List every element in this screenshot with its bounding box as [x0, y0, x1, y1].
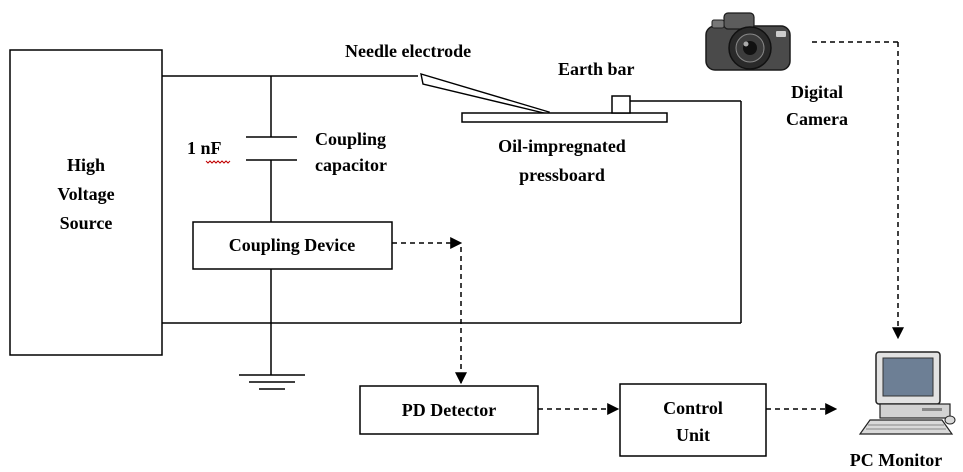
hv-source-label-3: Source [60, 213, 113, 233]
coupling-capacitor-label-1: Coupling [315, 129, 386, 149]
coupling-device-label: Coupling Device [229, 235, 356, 255]
digital-camera-label-2: Camera [786, 109, 848, 129]
hv-source-label-2: Voltage [57, 184, 114, 204]
hv-source-label-1: High [67, 155, 105, 175]
pd-detector-box [359, 385, 539, 435]
pd-detector-label: PD Detector [402, 400, 496, 420]
coupling-device-box [192, 221, 393, 270]
needle-electrode-label: Needle electrode [345, 41, 471, 61]
spellcheck-underline [205, 160, 231, 164]
pressboard-plate [461, 112, 668, 123]
camera-icon [705, 12, 791, 71]
computer-icon [858, 351, 956, 435]
hv-source-box [9, 49, 163, 356]
earth-bar [611, 95, 631, 114]
pc-monitor-label: PC Monitor [850, 450, 942, 470]
coupling-capacitor-label-2: capacitor [315, 155, 387, 175]
control-unit-box [619, 383, 767, 457]
earth-bar-label: Earth bar [558, 59, 635, 79]
needle-electrode [420, 72, 550, 115]
pressboard-label-1: Oil-impregnated [498, 136, 626, 156]
capacitance-label: 1 nF [187, 138, 222, 158]
digital-camera-label-1: Digital [791, 82, 843, 102]
control-unit-label-2: Unit [676, 425, 710, 445]
ground-icon [239, 374, 305, 390]
control-unit-label-1: Control [663, 398, 723, 418]
pressboard-label-2: pressboard [519, 165, 605, 185]
